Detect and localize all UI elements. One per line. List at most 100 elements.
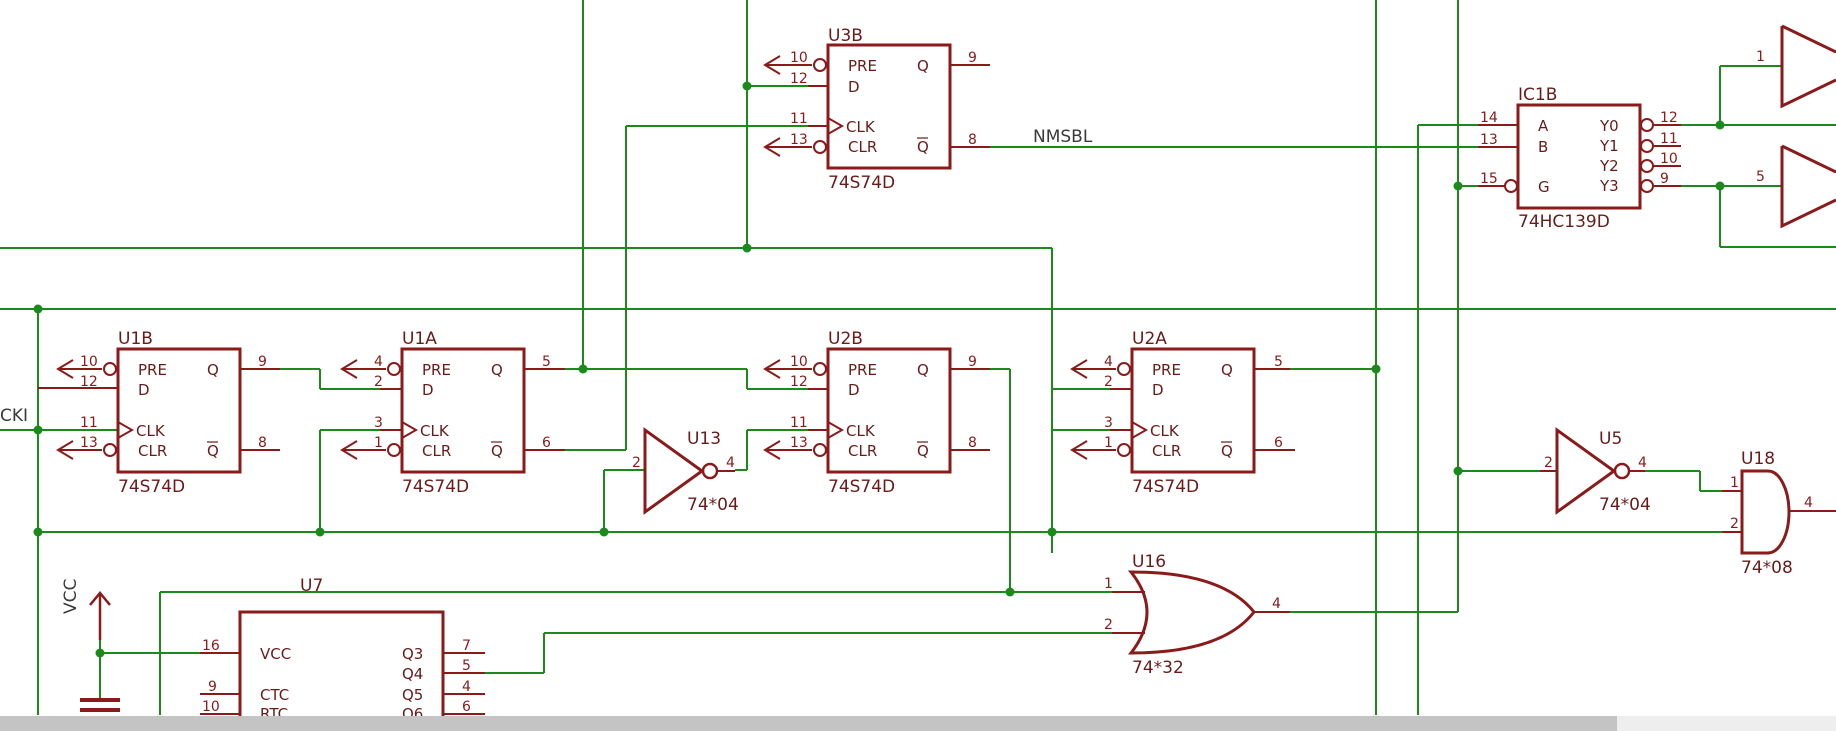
- u1b-pin-q: 9: [258, 354, 267, 370]
- buffer-bottom-right[interactable]: [1780, 144, 1836, 229]
- buffer-top-right[interactable]: [1780, 24, 1836, 109]
- u2a-q: Q: [1221, 361, 1233, 379]
- u18-ref: U18: [1741, 449, 1775, 469]
- junctions: [33, 81, 1725, 658]
- u18-pin-in1: 1: [1730, 475, 1739, 491]
- u2a-pre: PRE: [1152, 361, 1181, 379]
- u3b-clk: CLK: [846, 118, 876, 136]
- u3b-ref: U3B: [828, 26, 863, 46]
- ic1b-pin-y0: 12: [1660, 110, 1678, 126]
- u7-ref: U7: [300, 576, 323, 596]
- net-label-nmsbl: NMSBL: [1033, 127, 1093, 147]
- ic1b-output-y1: Y1: [1599, 137, 1619, 155]
- u2b-clr: CLR: [848, 442, 877, 460]
- u16-ref: U16: [1132, 552, 1166, 572]
- u1b-d: D: [138, 381, 150, 399]
- u2a-ref: U2A: [1132, 329, 1167, 349]
- ic1b-output-y2: Y2: [1599, 157, 1619, 175]
- u1b-clk: CLK: [136, 422, 166, 440]
- u2b-q: Q: [917, 361, 929, 379]
- flipflop-u2b[interactable]: U2B 74S74D PRE D CLK CLR Q Q 10 12 11 13…: [763, 329, 990, 497]
- flipflop-u1b[interactable]: U1B 74S74D PRE D CLK CLR Q Q 10 12 11 13…: [38, 329, 280, 497]
- u1a-pin-clr: 1: [374, 435, 383, 451]
- u2b-pin-clk: 11: [790, 415, 808, 431]
- u7-pin-ctc: 9: [208, 679, 217, 695]
- u7-pin-q3: 7: [462, 638, 471, 654]
- ic1b-pin-y2: 10: [1660, 151, 1678, 167]
- ic1b-output-y0: Y0: [1599, 117, 1619, 135]
- u7-pin-q5: 4: [462, 679, 471, 695]
- u3b-pin-qbar: 8: [968, 132, 977, 148]
- u13-ref: U13: [687, 429, 721, 449]
- ic1b-output-y3: Y3: [1599, 177, 1619, 195]
- counter-u7[interactable]: U7 VCC CTC RTC 16 9 10 Q3 Q4 Q5 Q6 7 5 4…: [200, 576, 485, 731]
- u7-label-q3: Q3: [402, 645, 423, 663]
- u2a-pin-d: 2: [1104, 374, 1113, 390]
- u2b-d: D: [848, 381, 860, 399]
- wires: [0, 0, 1836, 715]
- u13-pin-out: 4: [726, 455, 735, 471]
- ic1b-input-g: G: [1538, 178, 1550, 196]
- u7-pin-q6: 6: [462, 699, 471, 715]
- u3b-pin-q: 9: [968, 50, 977, 66]
- u1a-pin-clk: 3: [374, 415, 383, 431]
- u5-pin-out: 4: [1638, 455, 1647, 471]
- ic1b-pin-b: 13: [1480, 132, 1498, 148]
- u1a-pin-qbar: 6: [542, 435, 551, 451]
- ic1b-ref: IC1B: [1518, 85, 1557, 105]
- u7-label-ctc: CTC: [260, 686, 289, 704]
- u7-pin-q4: 5: [462, 658, 471, 674]
- decoder-ic1b[interactable]: IC1B 74HC139D A B G Y0 Y1 Y2 Y3 14 13 15…: [1478, 85, 1681, 232]
- u3b-d: D: [848, 78, 860, 96]
- and-gate-u18[interactable]: U18 74*08 1 2 4: [1722, 449, 1836, 578]
- buffer-bottom-pin: 5: [1756, 169, 1765, 185]
- u1a-d: D: [422, 381, 434, 399]
- u5-value: 74*04: [1599, 495, 1651, 515]
- horizontal-scrollbar[interactable]: [0, 716, 1617, 731]
- u1b-qbar: Q: [207, 442, 219, 460]
- inverter-u13[interactable]: U13 74*04 2 4: [632, 427, 739, 515]
- u7-label-q5: Q5: [402, 686, 423, 704]
- ic1b-pin-g: 15: [1480, 171, 1498, 187]
- u5-pin-in: 2: [1544, 455, 1553, 471]
- u2b-pin-q: 9: [968, 354, 977, 370]
- flipflop-u3b[interactable]: U3B 74S74D PRE D CLK CLR Q Q 10 12 11 13…: [763, 26, 990, 193]
- inverter-u5[interactable]: U5 74*04 2 4: [1540, 427, 1651, 515]
- u16-pin-out: 4: [1272, 596, 1281, 612]
- u1a-ref: U1A: [402, 329, 437, 349]
- u16-pin-in2: 2: [1104, 617, 1113, 633]
- u2b-ref: U2B: [828, 329, 863, 349]
- flipflop-u2a[interactable]: U2A 74S74D PRE D CLK CLR Q Q 4 2 3 1 5 6: [1070, 329, 1295, 497]
- u2a-pin-pre: 4: [1104, 354, 1113, 370]
- scrollbar-track[interactable]: [1617, 716, 1836, 731]
- u16-pin-in1: 1: [1104, 576, 1113, 592]
- u1a-pre: PRE: [422, 361, 451, 379]
- u1a-clr: CLR: [422, 442, 451, 460]
- u2a-value: 74S74D: [1132, 477, 1199, 497]
- u2a-clr: CLR: [1152, 442, 1181, 460]
- capacitor[interactable]: [80, 698, 120, 712]
- u1b-pin-qbar: 8: [258, 435, 267, 451]
- u2b-value: 74S74D: [828, 477, 895, 497]
- u2a-clk: CLK: [1150, 422, 1180, 440]
- ic1b-input-b: B: [1538, 138, 1548, 156]
- u7-pin-vcc: 16: [202, 638, 220, 654]
- u13-value: 74*04: [687, 495, 739, 515]
- or-gate-u16[interactable]: U16 74*32 1 2 4: [1104, 552, 1290, 678]
- u1a-pin-pre: 4: [374, 354, 383, 370]
- u7-pin-rtc: 10: [202, 699, 220, 715]
- u2b-pin-pre: 10: [790, 354, 808, 370]
- u1b-pin-d: 12: [80, 374, 98, 390]
- flipflop-u1a[interactable]: U1A 74S74D PRE D CLK CLR Q Q 4 2 3 1 5 6: [340, 329, 565, 497]
- u1b-q: Q: [207, 361, 219, 379]
- u3b-clr: CLR: [848, 138, 877, 156]
- u1a-clk: CLK: [420, 422, 450, 440]
- u1a-pin-d: 2: [374, 374, 383, 390]
- u7-label-vcc: VCC: [260, 645, 291, 663]
- u2a-pin-clk: 3: [1104, 415, 1113, 431]
- buffer-top-pin: 1: [1756, 49, 1765, 65]
- u3b-pin-clk: 11: [790, 111, 808, 127]
- u1a-pin-q: 5: [542, 354, 551, 370]
- vcc-symbol[interactable]: [89, 591, 111, 640]
